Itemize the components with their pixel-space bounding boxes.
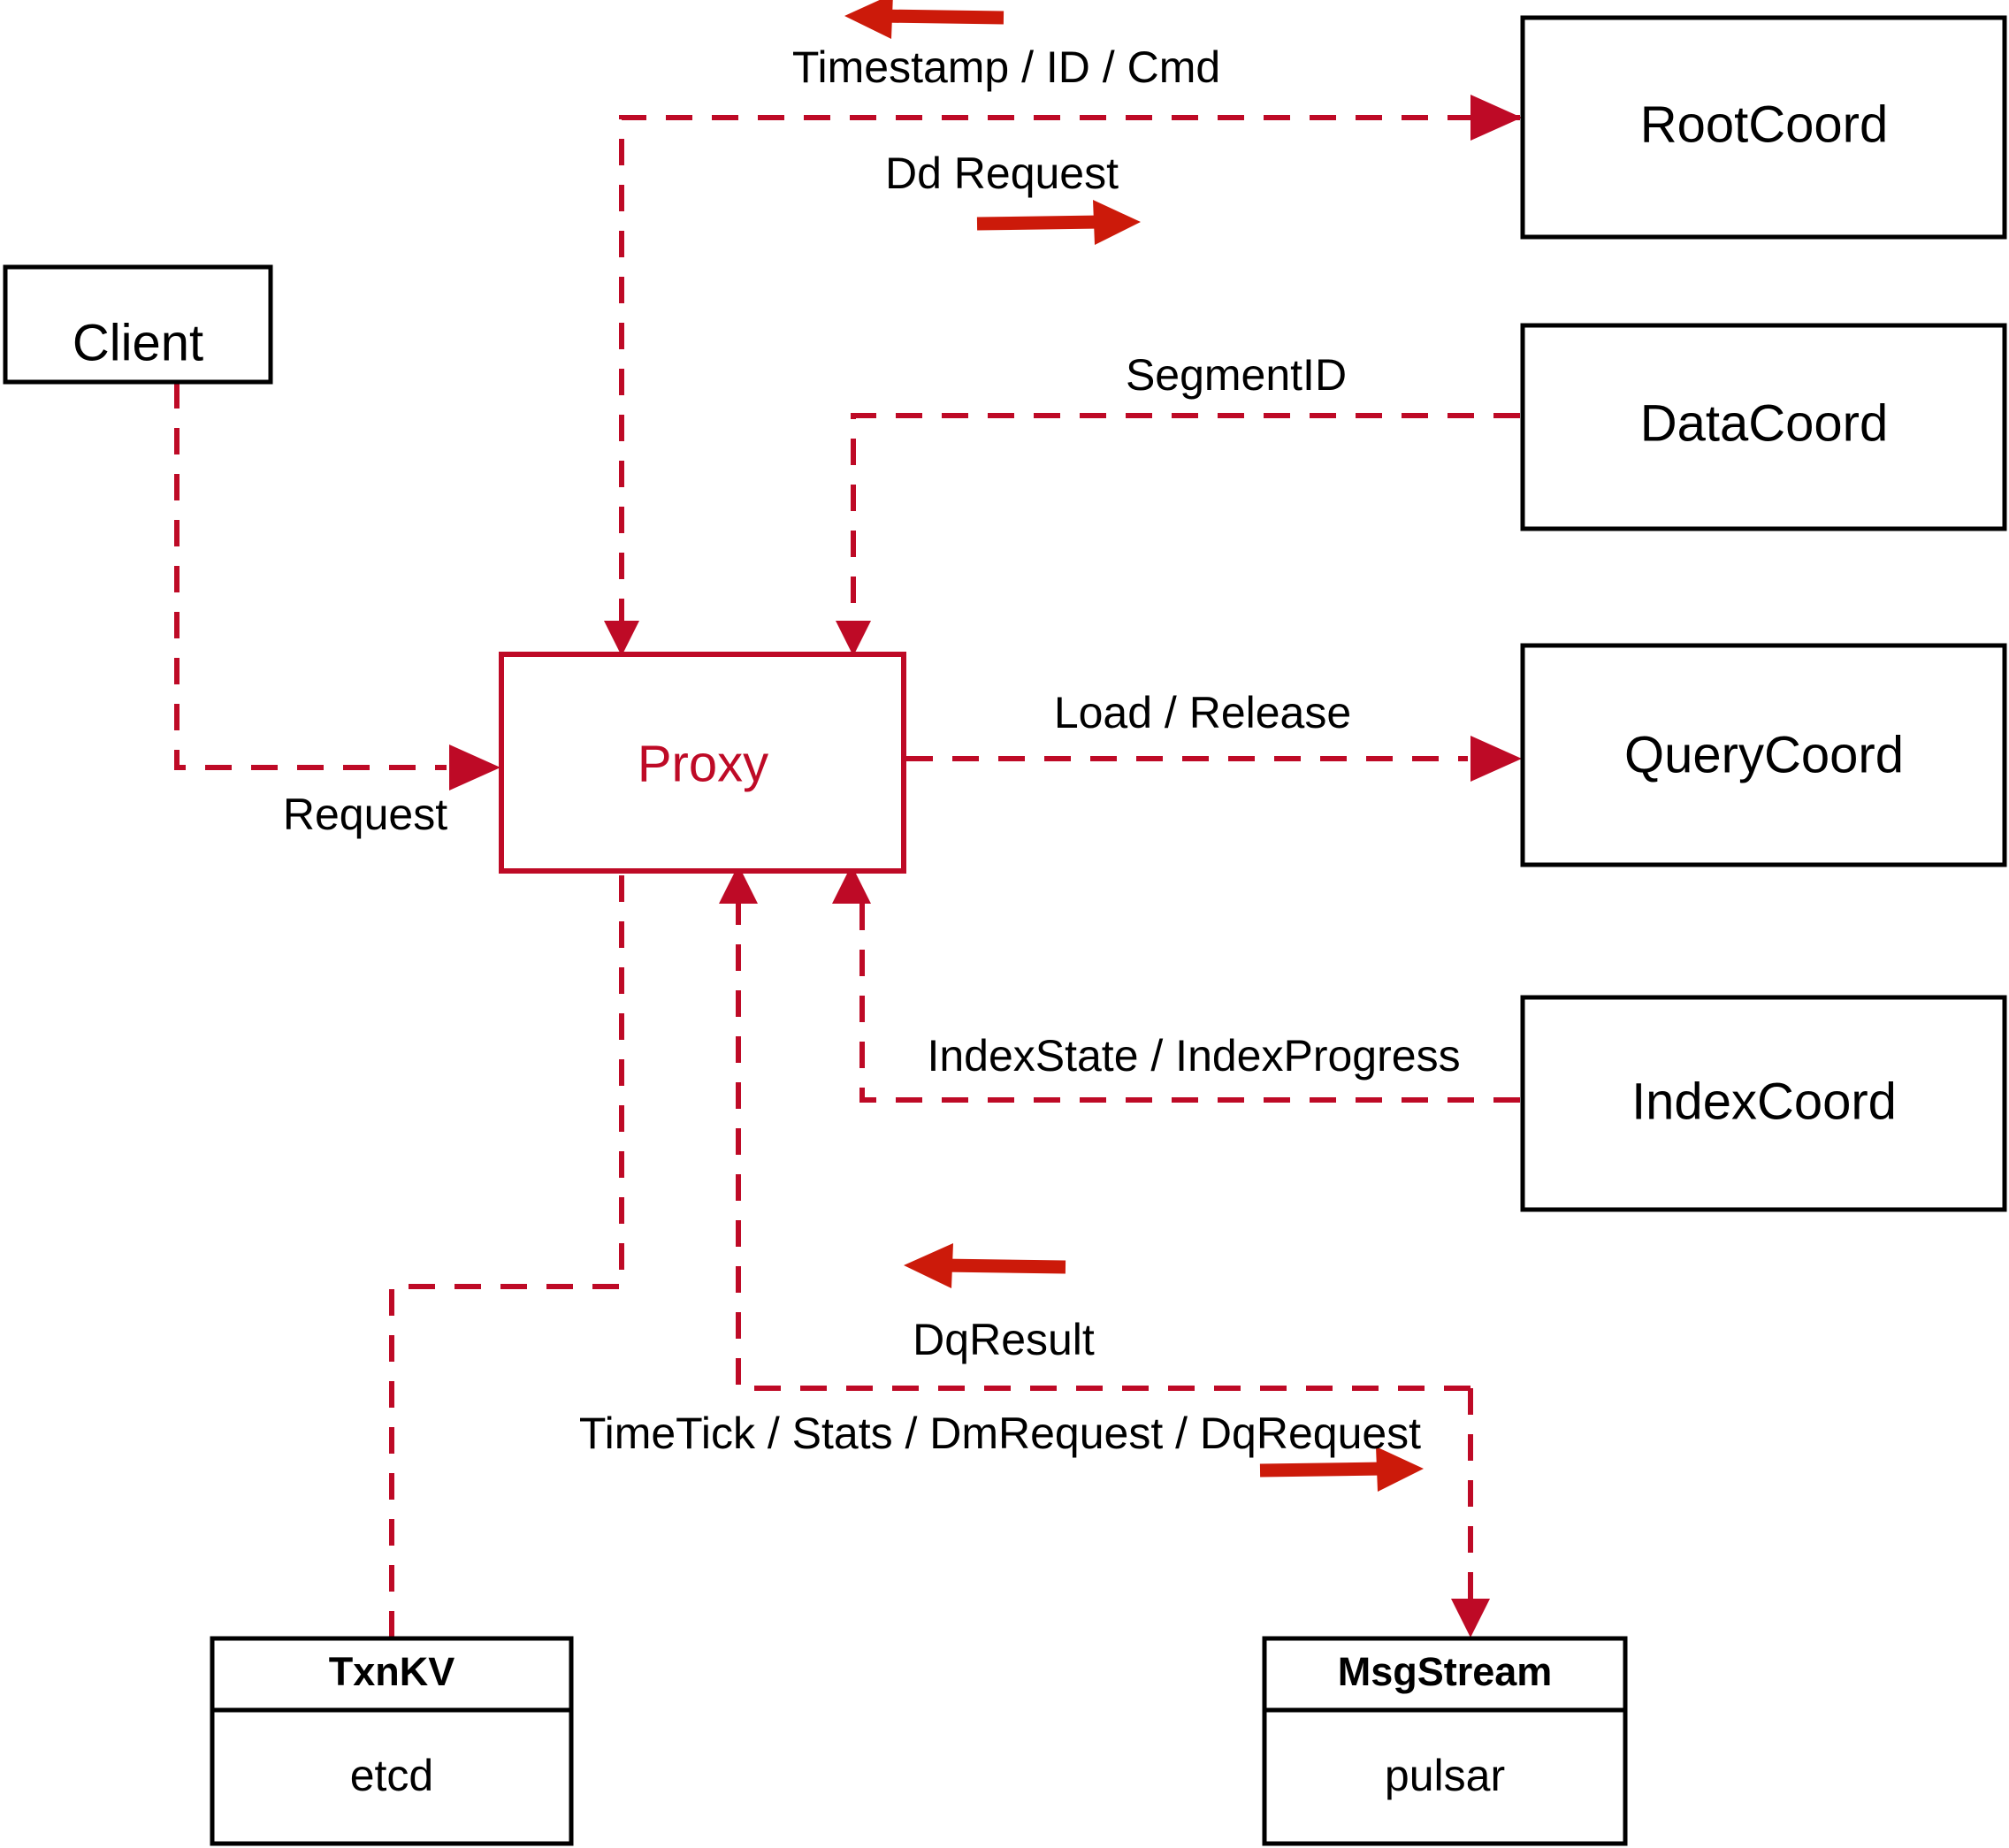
- edge-label-index-state-progress: IndexState / IndexProgress: [927, 1031, 1460, 1081]
- flow-arrow-timestamp-head: [844, 0, 893, 39]
- node-query-coord[interactable]: QueryCoord: [1520, 643, 2007, 867]
- edge-segment-id: [836, 413, 1520, 656]
- node-root-coord[interactable]: RootCoord: [1520, 15, 2007, 240]
- node-root-coord-box[interactable]: [1520, 15, 2007, 240]
- flow-arrow-dd-request-shaft: [976, 215, 1102, 231]
- node-root-coord-label: RootCoord: [1640, 95, 1888, 153]
- node-data-coord[interactable]: DataCoord: [1520, 323, 2007, 531]
- flow-arrow-timetick: [1259, 1447, 1424, 1492]
- edge-dq-result: [719, 865, 1470, 1391]
- edge-label-segment-id: SegmentID: [1126, 350, 1347, 400]
- edge-timestamp-id-cmd: [604, 115, 1520, 656]
- edge-dd-request: [1470, 95, 1522, 141]
- edge-timetick-stats-dmrequest-dqrequest: [1451, 1388, 1490, 1638]
- flow-arrow-dq-result-shaft: [941, 1258, 1066, 1274]
- node-txnkv-box[interactable]: [210, 1636, 574, 1846]
- node-txnkv-body: etcd: [350, 1751, 434, 1800]
- flow-arrow-timetick-head: [1376, 1447, 1424, 1492]
- flow-arrow-dq-result-head: [904, 1243, 953, 1288]
- node-proxy-box[interactable]: [499, 652, 906, 874]
- edge-label-load-release: Load / Release: [1054, 688, 1351, 737]
- node-client[interactable]: Client: [3, 264, 273, 385]
- edge-request-arrowhead: [449, 745, 500, 790]
- node-index-coord-box[interactable]: [1520, 995, 2007, 1212]
- edge-label-dq-result: DqResult: [913, 1315, 1095, 1364]
- edge-segment-id-path: [851, 413, 1520, 638]
- node-client-label: Client: [73, 314, 203, 371]
- edge-timetick-arrowhead: [1451, 1599, 1490, 1638]
- node-msgstream-title: MsgStream: [1338, 1649, 1553, 1694]
- edge-load-release-arrowhead: [1470, 736, 1522, 782]
- edge-txnkv-link: [389, 875, 624, 1637]
- node-txnkv-title: TxnKV: [329, 1649, 455, 1694]
- edge-label-timestamp-id-cmd: Timestamp / ID / Cmd: [792, 42, 1220, 92]
- node-proxy-label: Proxy: [638, 735, 768, 792]
- edge-label-request: Request: [283, 790, 447, 839]
- edge-segment-id-arrowhead: [836, 621, 871, 656]
- flow-arrow-dd-request-head: [1093, 200, 1141, 245]
- flow-arrow-timestamp-id-cmd: [844, 0, 1004, 39]
- node-index-coord-label: IndexCoord: [1631, 1073, 1897, 1130]
- edge-label-timetick-stats-dmrequest-dqrequest: TimeTick / Stats / DmRequest / DqRequest: [579, 1409, 1421, 1458]
- node-query-coord-box[interactable]: [1520, 643, 2007, 867]
- edge-label-dd-request: Dd Request: [885, 149, 1119, 198]
- flow-arrow-dq-result: [904, 1243, 1066, 1288]
- node-proxy[interactable]: Proxy: [499, 652, 906, 874]
- node-msgstream[interactable]: MsgStream pulsar: [1262, 1636, 1628, 1846]
- edge-dq-result-path: [736, 902, 1470, 1391]
- edge-request: [174, 382, 500, 790]
- edge-timestamp-id-cmd-arrowhead: [604, 621, 639, 656]
- node-txnkv[interactable]: TxnKV etcd: [210, 1636, 574, 1846]
- edge-index-state-progress: [832, 865, 1520, 1103]
- edge-load-release: [906, 736, 1522, 782]
- node-client-box[interactable]: [3, 264, 273, 385]
- edge-dd-request-arrowhead: [1470, 95, 1522, 141]
- node-msgstream-body: pulsar: [1385, 1751, 1505, 1800]
- edge-timestamp-id-cmd-path: [619, 115, 1520, 638]
- flow-arrow-timestamp-shaft: [879, 9, 1004, 25]
- node-data-coord-label: DataCoord: [1640, 394, 1888, 452]
- edge-dq-result-arrowhead: [719, 865, 758, 904]
- edge-txnkv-path: [389, 875, 624, 1637]
- flow-arrow-dd-request: [976, 200, 1141, 245]
- node-msgstream-box[interactable]: [1262, 1636, 1628, 1846]
- edge-index-state-progress-path: [859, 902, 1520, 1103]
- flow-arrow-timetick-shaft: [1259, 1462, 1385, 1478]
- edge-index-state-progress-arrowhead: [832, 865, 871, 904]
- node-index-coord[interactable]: IndexCoord: [1520, 995, 2007, 1212]
- node-data-coord-box[interactable]: [1520, 323, 2007, 531]
- node-query-coord-label: QueryCoord: [1624, 726, 1904, 783]
- edge-request-path: [174, 382, 447, 770]
